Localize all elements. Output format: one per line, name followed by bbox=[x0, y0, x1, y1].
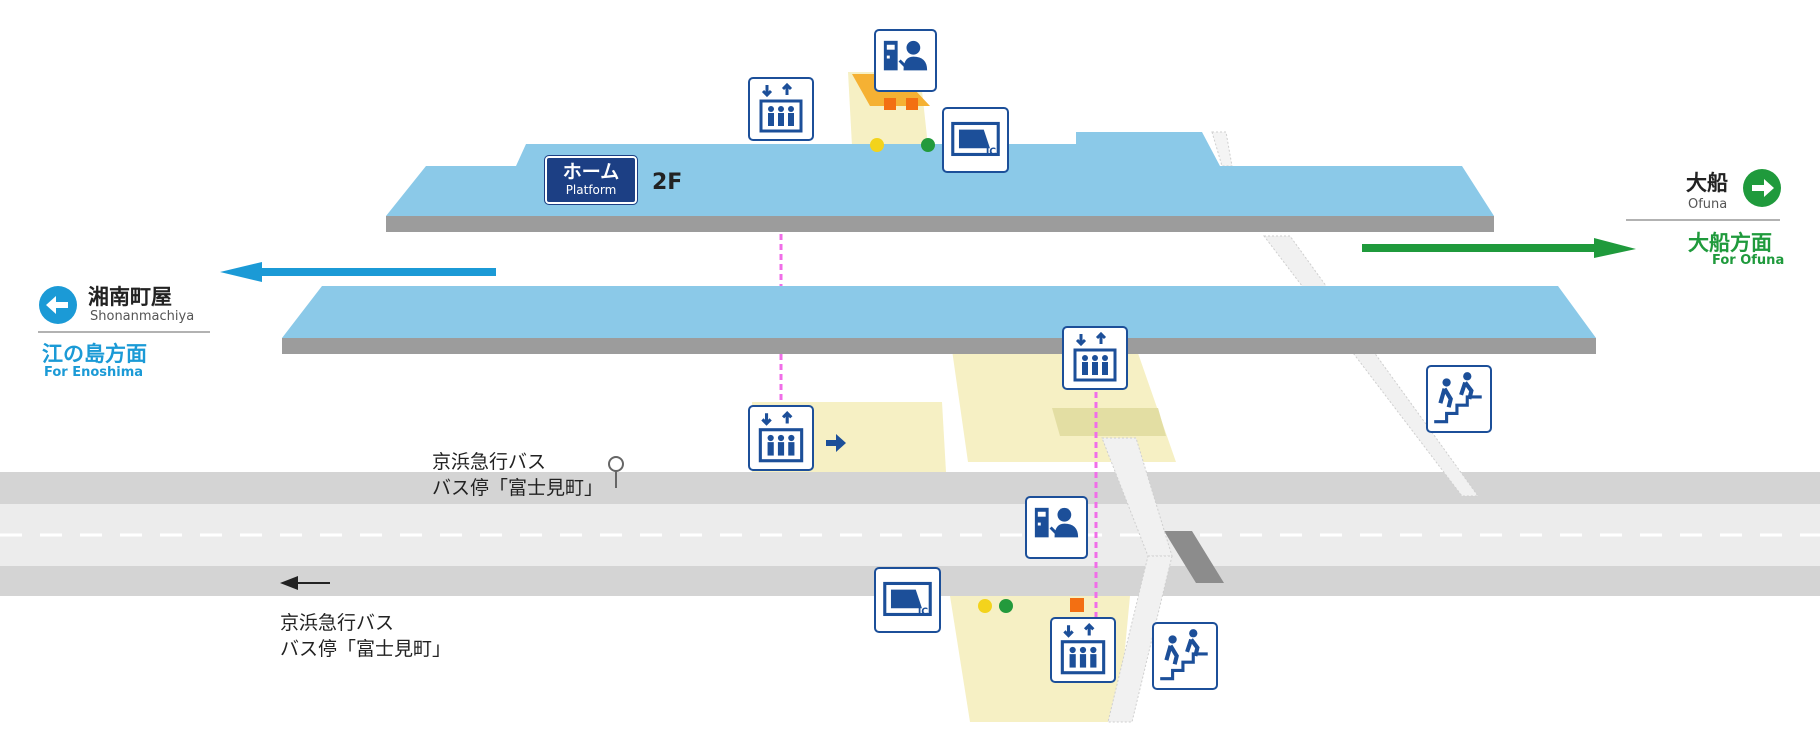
platform-lower-top bbox=[282, 286, 1596, 338]
elevator-icon bbox=[748, 77, 814, 141]
floor-label: 2F bbox=[652, 170, 683, 195]
left-destination-name-ja: 湘南町屋 bbox=[88, 285, 172, 309]
ticket-counter-staff-icon bbox=[874, 29, 937, 92]
orange-marker-upper-2 bbox=[906, 98, 918, 110]
green-marker-upper bbox=[921, 138, 935, 152]
traffic-left-arrow bbox=[280, 576, 330, 590]
bus-stop-lower-label: 京浜急行バス バス停「富士見町」 bbox=[280, 610, 451, 662]
road-top-shoulder bbox=[0, 472, 1820, 504]
elevator-icon bbox=[1062, 326, 1128, 390]
elevator-icon bbox=[1050, 617, 1116, 683]
platform-lower-edge bbox=[282, 338, 1596, 354]
bus-stop-lower-line2: バス停「富士見町」 bbox=[280, 638, 452, 660]
elevator-icon bbox=[748, 405, 814, 471]
bus-stop-upper-label: 京浜急行バス バス停「富士見町」 bbox=[432, 449, 603, 501]
stairs-icon bbox=[1152, 622, 1218, 690]
bus-stop-upper-line2: バス停「富士見町」 bbox=[432, 477, 604, 499]
left-direction-ja: 江の島方面 bbox=[42, 342, 147, 366]
ic-card-reader-icon: IC bbox=[874, 567, 941, 633]
arrow-to-ofuna bbox=[1362, 238, 1636, 258]
platform-badge-en: Platform bbox=[565, 183, 617, 197]
bus-stop-sign bbox=[608, 456, 624, 472]
arrow-to-enoshima bbox=[220, 262, 496, 282]
orange-marker-upper-1 bbox=[884, 98, 896, 110]
left-destination-name-en: Shonanmachiya bbox=[90, 309, 195, 324]
platform-upper-top bbox=[386, 132, 1494, 216]
stairs-icon bbox=[1426, 365, 1492, 433]
platform-upper-edge bbox=[386, 216, 1494, 232]
bus-stop-upper-line1: 京浜急行バス bbox=[432, 451, 547, 473]
platform-badge: ホーム Platform bbox=[544, 155, 638, 205]
svg-text:IC: IC bbox=[918, 606, 928, 617]
bus-stop-lower-line1: 京浜急行バス bbox=[280, 612, 395, 634]
platform-badge-ja: ホーム bbox=[562, 161, 620, 183]
stairs-lower bbox=[1107, 555, 1173, 723]
right-destination-name-en: Ofuna bbox=[1688, 197, 1728, 212]
ticket-counter-staff-icon bbox=[1025, 496, 1088, 559]
right-direction-ja: 大船方面 bbox=[1688, 231, 1772, 255]
yellow-marker-lower bbox=[978, 599, 992, 613]
road-lane bbox=[0, 504, 1820, 566]
concourse-highlight bbox=[1052, 408, 1166, 436]
ic-card-reader-icon: IC bbox=[942, 107, 1009, 173]
small-right-arrow bbox=[826, 434, 846, 452]
right-destination-arrow bbox=[1752, 179, 1774, 197]
yellow-marker-upper bbox=[870, 138, 884, 152]
left-destination-arrow bbox=[46, 296, 68, 314]
svg-text:IC: IC bbox=[986, 146, 996, 157]
right-destination-name-ja: 大船 bbox=[1686, 171, 1728, 195]
orange-marker-lower bbox=[1070, 598, 1084, 612]
right-direction-en: For Ofuna bbox=[1712, 253, 1785, 268]
left-direction-en: For Enoshima bbox=[44, 365, 144, 380]
road-dark-patch bbox=[1164, 531, 1224, 583]
green-marker-lower bbox=[999, 599, 1013, 613]
